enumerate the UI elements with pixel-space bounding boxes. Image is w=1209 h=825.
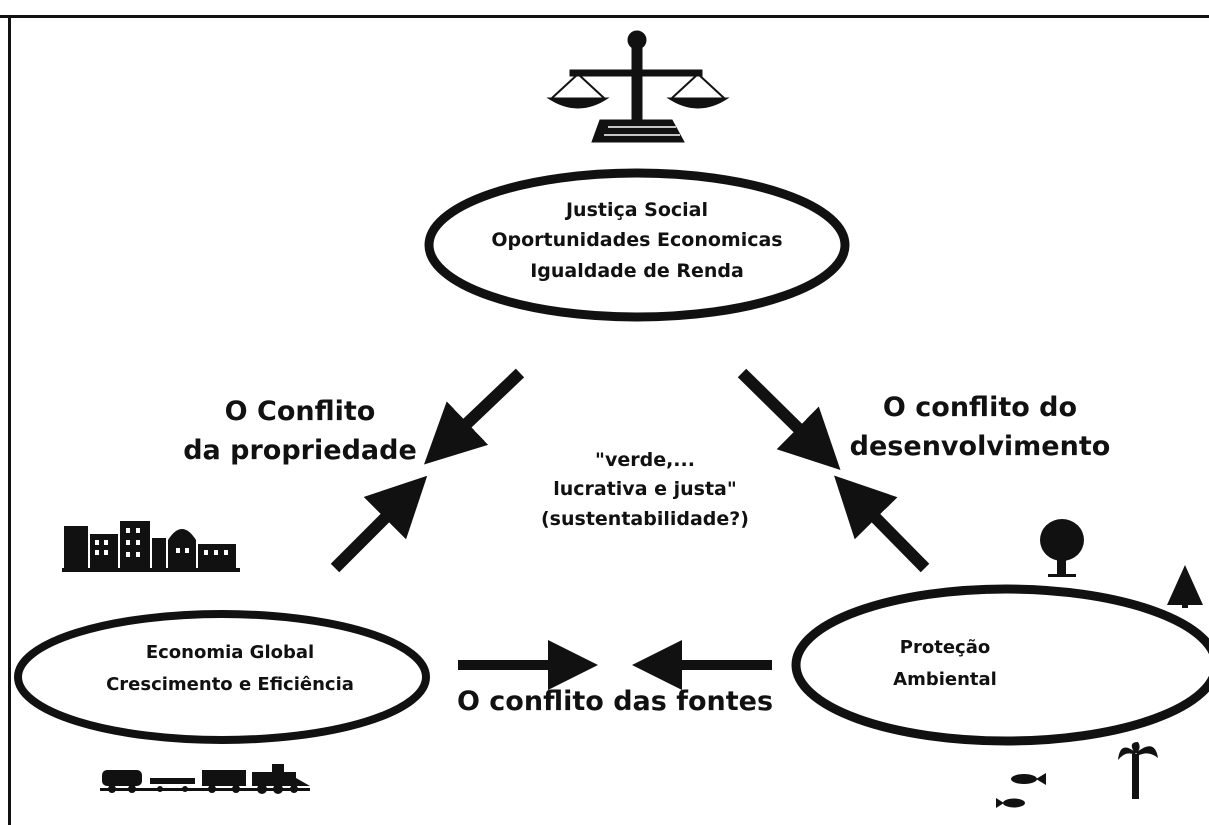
property-conflict-line: da propriedade bbox=[183, 435, 417, 467]
property-conflict-line: O Conflito bbox=[224, 396, 376, 427]
oval-social-justice bbox=[424, 168, 850, 322]
social-justice-text: Justiça Social Oportunidades Economicas … bbox=[447, 195, 827, 286]
sources-conflict-label: O conflito das fontes bbox=[456, 686, 774, 717]
oval-left-line: Economia Global bbox=[145, 642, 315, 663]
development-conflict-line: desenvolvimento bbox=[849, 431, 1111, 463]
train-icon bbox=[100, 764, 310, 794]
arrow-top-to-right bbox=[737, 368, 841, 470]
oval-global-economy bbox=[14, 610, 430, 744]
arrow-top-to-left bbox=[423, 368, 525, 465]
palm-tree-icon bbox=[1118, 742, 1158, 799]
development-conflict-label: O conflito do desenvolvimento bbox=[835, 388, 1125, 466]
center-line: lucrativa e justa" bbox=[553, 478, 737, 501]
development-conflict-line: O conflito do bbox=[882, 392, 1078, 423]
oval-top-line: Oportunidades Economicas bbox=[491, 229, 783, 252]
oval-top-line: Igualdade de Renda bbox=[530, 259, 744, 282]
oval-environmental-protection bbox=[791, 584, 1209, 746]
environmental-protection-text: Proteção Ambiental bbox=[865, 632, 1025, 695]
tree-icon bbox=[1040, 519, 1084, 577]
center-line: "verde,... bbox=[595, 449, 695, 471]
fish-icon bbox=[996, 773, 1046, 808]
oval-left-line: Crescimento e Eficiência bbox=[106, 673, 354, 695]
frame-border-left bbox=[8, 15, 11, 825]
property-conflict-label: O Conflito da propriedade bbox=[175, 392, 425, 470]
sustainability-center-text: "verde,... lucrativa e justa" (sustentab… bbox=[495, 446, 795, 534]
oval-top-line: Justiça Social bbox=[565, 199, 709, 221]
city-skyline-icon bbox=[62, 521, 240, 572]
center-line: (sustentabilidade?) bbox=[541, 507, 749, 530]
oval-right-line: Ambiental bbox=[893, 668, 997, 690]
arrow-right-to-top bbox=[834, 475, 930, 573]
arrow-left-to-top bbox=[330, 475, 428, 573]
frame-border-top bbox=[0, 15, 1209, 18]
oval-right-line: Proteção bbox=[899, 637, 991, 658]
scales-icon bbox=[546, 30, 730, 143]
global-economy-text: Economia Global Crescimento e Eficiência bbox=[40, 637, 420, 700]
pine-tree-icon bbox=[1167, 565, 1203, 608]
